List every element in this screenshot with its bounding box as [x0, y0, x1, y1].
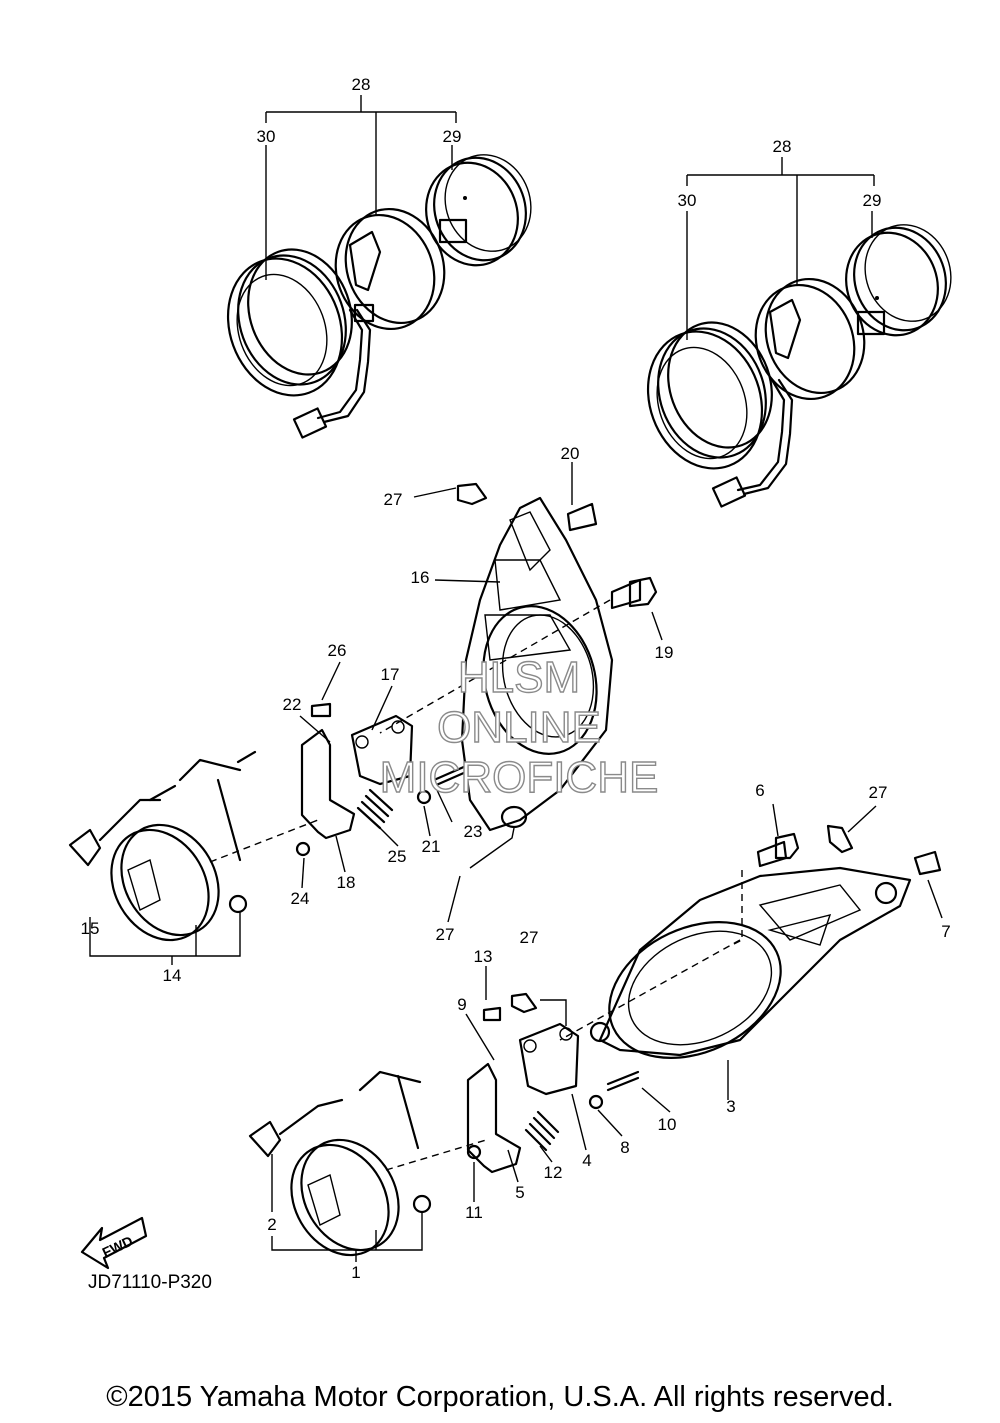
part-number-label: 9 — [457, 995, 466, 1014]
watermark-line: ONLINE — [437, 703, 601, 752]
part-number-label: 28 — [773, 137, 792, 156]
part-number-label: 29 — [863, 191, 882, 210]
forward-direction-badge: FWD — [80, 1216, 148, 1270]
upper-headlight-adjuster — [68, 702, 468, 965]
part-number-label: 10 — [658, 1115, 677, 1134]
diagram-code: JD71110-P320 — [88, 1272, 212, 1293]
part-number-label: 14 — [163, 966, 182, 985]
part-number-label: 13 — [474, 947, 493, 966]
part-number-label: 4 — [582, 1151, 591, 1170]
part-number-label: 26 — [328, 641, 347, 660]
label-leader-lines — [299, 661, 671, 1202]
part-number-label: 29 — [443, 127, 462, 146]
part-number-label: 20 — [561, 444, 580, 463]
part-number-label: 6 — [755, 781, 764, 800]
indicator-lamp-assembly-right — [646, 157, 952, 508]
part-number-label: 15 — [81, 919, 100, 938]
part-number-label: 2 — [267, 1215, 276, 1234]
part-number-label: 3 — [726, 1097, 735, 1116]
indicator-lamp-assembly-left — [226, 95, 532, 439]
part-number-label: 12 — [544, 1163, 563, 1182]
part-number-label: 28 — [352, 75, 371, 94]
part-number-label: 7 — [941, 922, 950, 941]
part-number-label: 23 — [464, 822, 483, 841]
part-number-label: 27 — [384, 490, 403, 509]
lower-headlight-adjuster — [248, 966, 640, 1262]
part-number-label: 5 — [515, 1183, 524, 1202]
watermark-line: HLSM — [458, 653, 580, 702]
part-number-labels: 28 30 29 28 30 29 20 27 16 19 26 17 22 2… — [81, 75, 951, 1282]
part-number-label: 19 — [655, 643, 674, 662]
part-number-label: 22 — [283, 695, 302, 714]
watermark-line: MICROFICHE — [380, 753, 659, 802]
part-number-label: 27 — [520, 928, 539, 947]
part-number-label: 17 — [381, 665, 400, 684]
part-number-label: 25 — [388, 847, 407, 866]
part-number-label: 30 — [257, 127, 276, 146]
part-number-label: 27 — [869, 783, 888, 802]
part-number-label: 21 — [422, 837, 441, 856]
part-number-label: 1 — [351, 1263, 360, 1282]
part-number-label: 18 — [337, 873, 356, 892]
part-number-label: 24 — [291, 889, 310, 908]
part-number-label: 8 — [620, 1138, 629, 1157]
part-number-label: 30 — [678, 191, 697, 210]
upper-headlight-housing — [379, 462, 663, 832]
part-number-label: 27 — [436, 925, 455, 944]
part-number-label: 11 — [465, 1203, 483, 1222]
part-number-label: 16 — [411, 568, 430, 587]
watermark: HLSM ONLINE MICROFICHE — [379, 652, 659, 802]
lower-headlight-housing — [559, 803, 943, 1100]
copyright-notice: ©2015 Yamaha Motor Corporation, U.S.A. A… — [106, 1381, 894, 1413]
